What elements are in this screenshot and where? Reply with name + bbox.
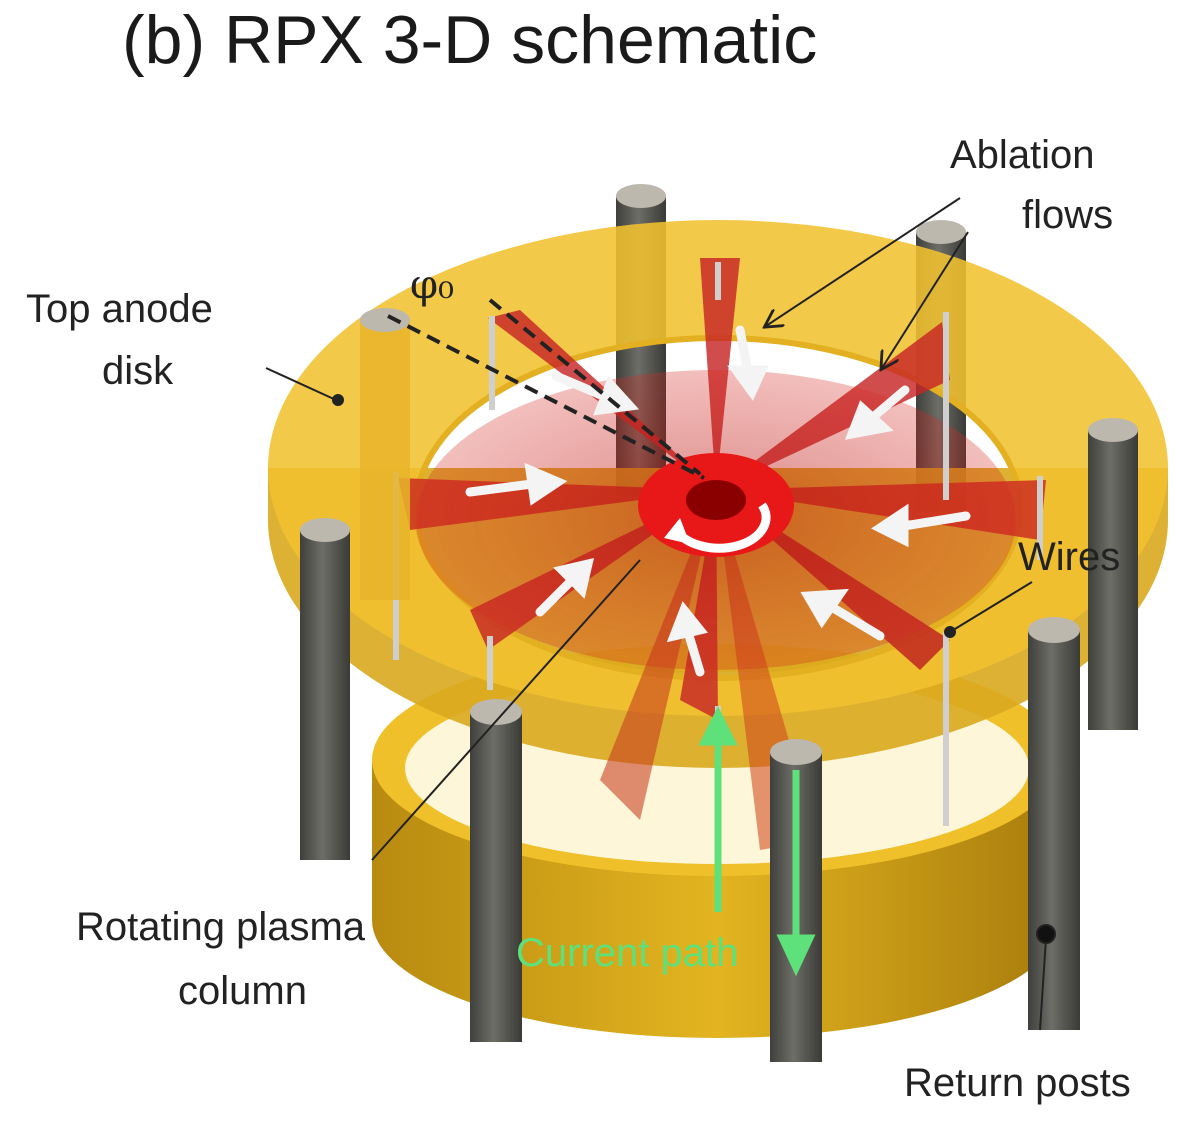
- label-ablation-2: flows: [1022, 193, 1113, 237]
- label-anode-1: Top anode: [26, 287, 213, 331]
- phi0-angle-indicator: [387, 298, 705, 480]
- label-wires: Wires: [1018, 535, 1120, 579]
- label-plasma-2: column: [178, 969, 307, 1013]
- label-plasma-1: Rotating plasma: [76, 905, 366, 949]
- label-phi0: φ₀: [410, 262, 454, 308]
- label-ablation-1: Ablation: [950, 133, 1095, 177]
- rotating-plasma-column: [638, 453, 794, 557]
- label-current-path: Current path: [516, 931, 738, 975]
- label-anode-2: disk: [102, 349, 174, 393]
- current-path-arrows: [698, 706, 816, 977]
- figure-title: (b) RPX 3-D schematic: [122, 2, 818, 78]
- leader-lines: [265, 197, 1056, 1031]
- return-posts-front: [300, 308, 1138, 1062]
- label-return-posts: Return posts: [904, 1061, 1131, 1105]
- ablation-flow-arrows: [465, 325, 971, 677]
